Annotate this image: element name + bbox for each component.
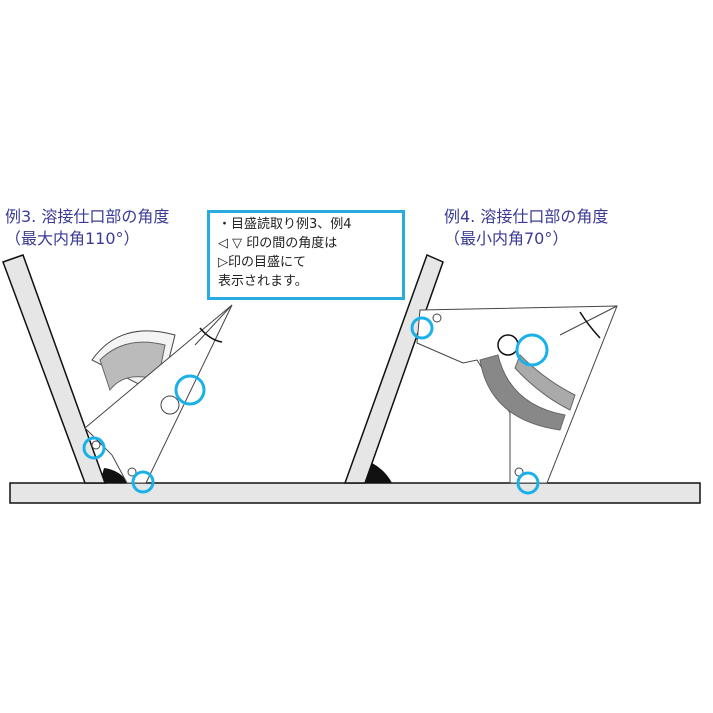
highlight-circle — [410, 316, 434, 340]
example4-title: 例4. 溶接仕口部の角度 （最小内角70°） — [444, 206, 608, 250]
example3-title: 例3. 溶接仕口部の角度 （最大内角110°） — [5, 206, 169, 250]
vertical-plate-left — [2, 254, 107, 484]
note-line: ◁ ▽ 印の間の角度は — [218, 236, 338, 251]
highlight-circle — [174, 374, 206, 406]
highlight-circles-right — [410, 316, 549, 495]
highlight-circles-left — [82, 374, 206, 494]
note-line: ・目盛読取り例3、例4 — [218, 217, 352, 232]
example3-subtitle: （最大内角110°） — [5, 229, 140, 248]
vertical-plate-right — [343, 253, 444, 484]
highlight-circle — [82, 436, 106, 460]
example3-heading: 例3. 溶接仕口部の角度 — [5, 207, 170, 226]
base-plate — [9, 482, 701, 504]
weld-fillet-right — [365, 463, 392, 483]
example4-subtitle: （最小内角70°） — [444, 229, 569, 248]
reading-note-box: ・目盛読取り例3、例4 ◁ ▽ 印の間の角度は ▷印の目盛にて 表示されます。 — [207, 210, 405, 300]
example4-heading: 例4. 溶接仕口部の角度 — [444, 207, 609, 226]
highlight-circle — [516, 471, 540, 495]
weld-fillet-left — [100, 468, 128, 483]
angle-gauge-left — [84, 304, 233, 484]
highlight-circle — [131, 470, 155, 494]
highlight-circle — [515, 333, 549, 367]
note-line: 表示されます。 — [218, 274, 308, 289]
angle-gauge-right — [416, 305, 618, 484]
note-line: ▷印の目盛にて — [218, 255, 306, 270]
